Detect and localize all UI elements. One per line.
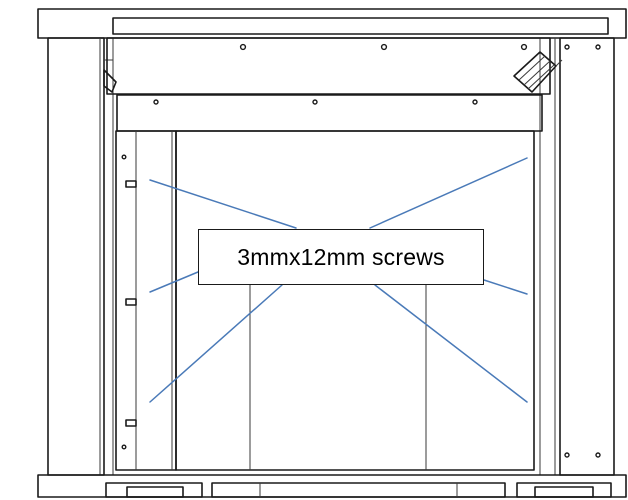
leader-bottom-right — [374, 284, 528, 403]
leader-top-right — [369, 157, 528, 229]
leader-top-left — [149, 179, 297, 229]
callout-lines — [149, 157, 528, 403]
firebox-panel — [175, 130, 535, 471]
left-side-panel — [115, 130, 177, 471]
leader-bottom-left — [149, 284, 283, 403]
left-hinge-bracket — [103, 69, 117, 93]
right-pillar — [539, 37, 615, 476]
screw-callout-text: 3mmx12mm screws — [237, 243, 445, 270]
screw-callout-label: 3mmx12mm screws — [198, 229, 484, 285]
bottom-plinth — [37, 474, 627, 498]
leader-mid-right — [483, 279, 528, 295]
back-panel — [106, 37, 551, 95]
right-hinge-bracket — [513, 51, 563, 93]
top-mantel — [37, 8, 627, 39]
left-pillar — [47, 37, 114, 476]
leader-mid-left — [149, 271, 199, 293]
top-rail — [116, 94, 543, 132]
